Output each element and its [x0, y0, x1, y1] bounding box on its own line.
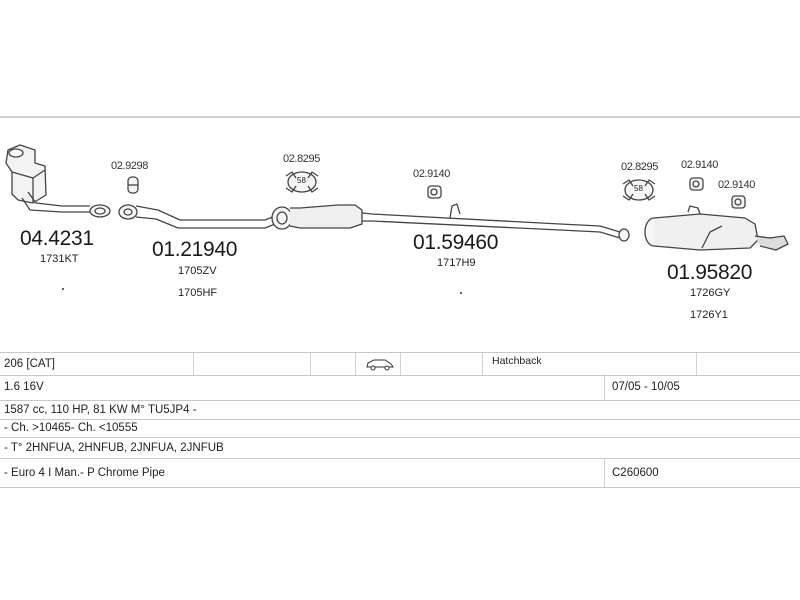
body-type: Hatchback [492, 355, 542, 367]
rear-hanger-2-drawing [731, 195, 746, 209]
catalyst-drawing [5, 144, 111, 218]
middle-hanger-drawing [427, 185, 442, 199]
exhaust-diagram: 04.4231 1731KT 02.9298 01.21940 1705ZV 1… [5, 144, 789, 321]
middle-mount-ring-drawing [285, 171, 319, 193]
rear-silencer-reference-1: 1726GY [690, 287, 731, 299]
front-pipe-reference-2: 1705HF [178, 287, 218, 299]
rear-hanger-1-code: 02.9140 [681, 159, 718, 171]
hatchback-car-icon [365, 353, 395, 375]
front-pipe-drawing [118, 204, 276, 229]
front-pipe-part-number: 01.21940 [152, 238, 238, 261]
fitment-notes: - Euro 4 I Man.- P Chrome Pipe [4, 467, 165, 479]
table-row-engine: 1.6 16V 07/05 - 10/05 [0, 374, 800, 401]
top-divider [0, 116, 800, 118]
engine-specs: 1587 cc, 110 HP, 81 KW M° TU5JP4 - [4, 403, 197, 416]
exhaust-system-drawing [5, 144, 789, 251]
type-codes: - T° 2HNFUA, 2HNFUB, 2JNFUA, 2JNFUB [4, 441, 224, 454]
front-pipe-clamp-code: 02.9298 [111, 160, 148, 172]
rear-silencer-reference-2: 1726Y1 [690, 309, 728, 321]
chassis-range: - Ch. >10465- Ch. <10555 [4, 422, 138, 434]
middle-silencer-part-number: 01.59460 [413, 231, 499, 254]
front-pipe-reference-1: 1705ZV [178, 265, 217, 277]
catalyst-part-number: 04.4231 [20, 227, 94, 250]
rear-hanger-2-code: 02.9140 [718, 179, 755, 191]
middle-silencer-drawing [271, 203, 630, 242]
middle-mount-ring-badge: 58 [297, 176, 306, 185]
rear-mount-ring-code: 02.8295 [621, 161, 658, 173]
rear-silencer-drawing [644, 205, 789, 251]
table-row-chassis: - Ch. >10465- Ch. <10555 [0, 419, 800, 438]
middle-silencer-reference: 1717H9 [437, 257, 476, 269]
leader-dot [460, 292, 462, 294]
table-row-type-codes: - T° 2HNFUA, 2HNFUB, 2JNFUA, 2JNFUB [0, 437, 800, 459]
catalyst-reference: 1731KT [40, 253, 79, 265]
rear-hanger-1-drawing [689, 177, 704, 191]
front-pipe-clamp-drawing [127, 176, 139, 194]
middle-mount-ring-code: 02.8295 [283, 153, 320, 165]
table-row-model: 206 [CAT] Hatchback [0, 352, 800, 376]
catalog-code: C260600 [612, 467, 659, 479]
production-years: 07/05 - 10/05 [612, 381, 680, 393]
leader-dot [62, 288, 64, 290]
rear-mount-ring-drawing [622, 179, 656, 201]
table-row-notes: - Euro 4 I Man.- P Chrome Pipe C260600 [0, 458, 800, 488]
table-row-specs: 1587 cc, 110 HP, 81 KW M° TU5JP4 - [0, 400, 800, 420]
middle-hanger-code: 02.9140 [413, 168, 450, 180]
rear-silencer-part-number: 01.95820 [667, 261, 753, 284]
rear-mount-ring-badge: 58 [634, 184, 643, 193]
engine-name: 1.6 16V [4, 381, 44, 393]
model-name: 206 [CAT] [4, 358, 55, 370]
